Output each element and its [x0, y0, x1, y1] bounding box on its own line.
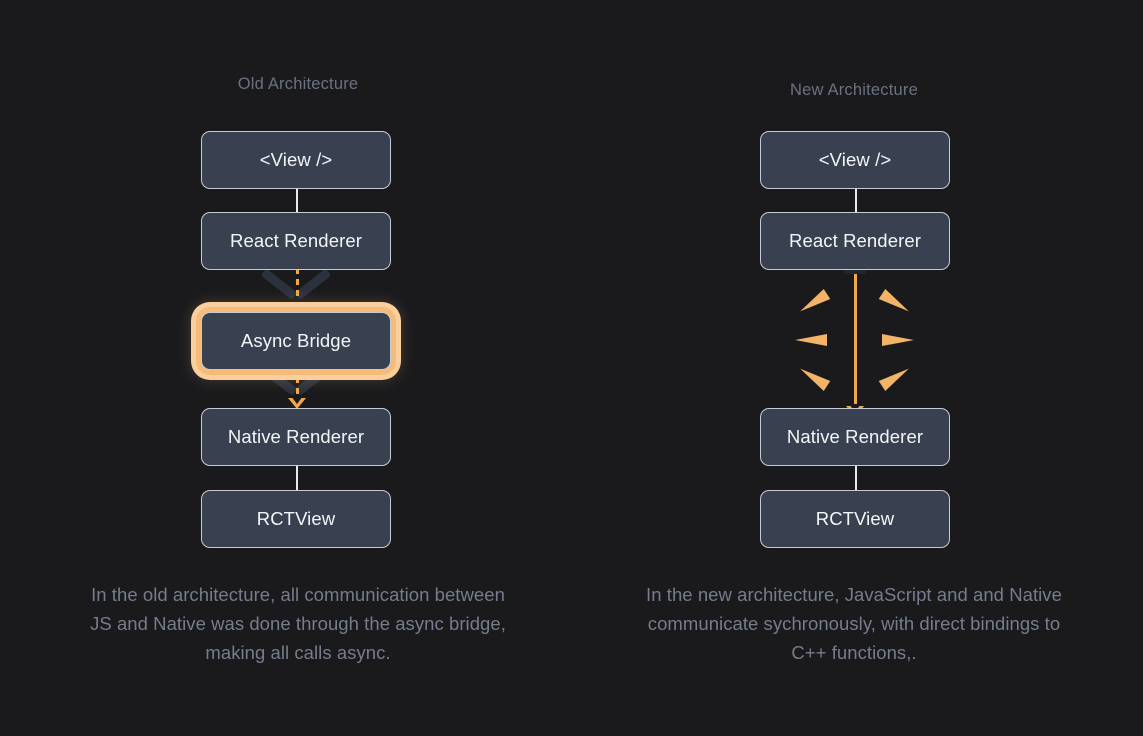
connector-react-to-native-new [844, 266, 867, 417]
connector-view-to-react-new [855, 186, 857, 216]
connector-bridge-to-native-old [288, 366, 307, 409]
arrowhead-icon [288, 396, 307, 409]
column-old-architecture: Old Architecture <View /> React Renderer… [58, 0, 538, 736]
connector-react-to-bridge-old [288, 268, 307, 313]
node-react-renderer-new[interactable]: React Renderer [760, 212, 950, 270]
connector-native-to-rctview-new [855, 462, 857, 494]
node-view-old[interactable]: <View /> [201, 131, 391, 189]
connector-view-to-react-old [296, 186, 298, 216]
node-native-renderer-new[interactable]: Native Renderer [760, 408, 950, 466]
node-native-renderer-old[interactable]: Native Renderer [201, 408, 391, 466]
caption-new-architecture: In the new architecture, JavaScript and … [646, 584, 1062, 663]
node-rctview-old[interactable]: RCTView [201, 490, 391, 548]
node-async-bridge-highlighted[interactable]: Async Bridge [201, 312, 391, 370]
column-title-old: Old Architecture [237, 75, 359, 93]
arrow-notch [844, 266, 867, 274]
node-rctview-new[interactable]: RCTView [760, 490, 950, 548]
column-title-new: New Architecture [790, 81, 918, 99]
arrowhead-icon [288, 300, 307, 313]
node-react-renderer-old[interactable]: React Renderer [201, 212, 391, 270]
column-new-architecture: New Architecture <View /> React Renderer… [614, 0, 1094, 736]
caption-old-architecture: In the old architecture, all communicati… [90, 584, 506, 663]
connector-native-to-rctview-old [296, 462, 298, 494]
node-view-new[interactable]: <View /> [760, 131, 950, 189]
